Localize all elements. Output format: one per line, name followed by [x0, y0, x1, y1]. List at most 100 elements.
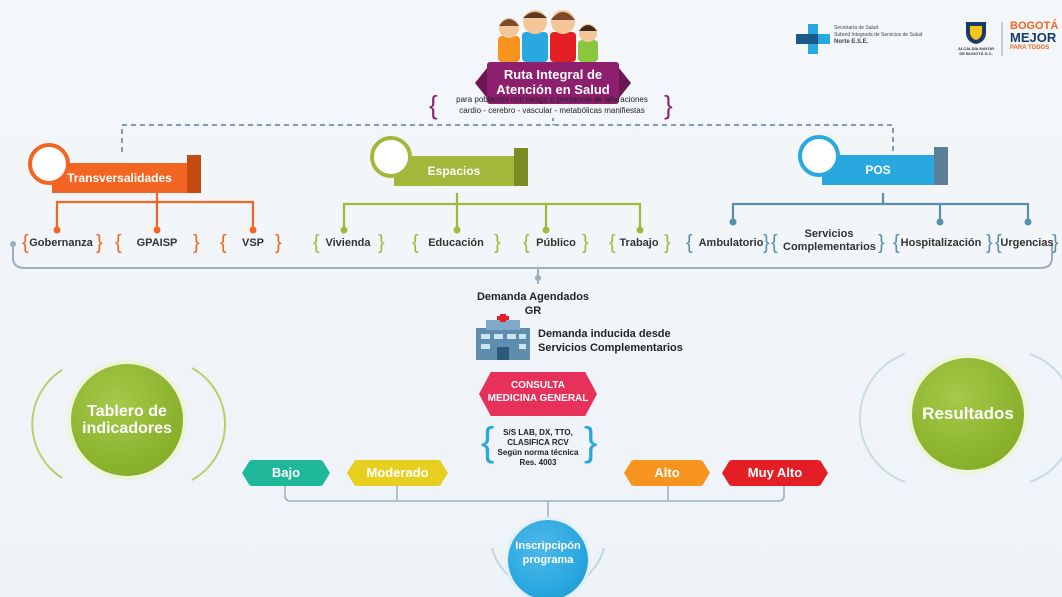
pos-item-servicios-complementarios: Servicios Complementarios — [783, 228, 876, 253]
brace-icon: } — [494, 232, 501, 254]
brace-icon: { — [220, 232, 227, 254]
brace-icon: } — [582, 232, 589, 254]
brace-icon: { — [609, 232, 616, 254]
brace-icon: { — [115, 232, 122, 254]
level-alto-label: Alto — [654, 465, 680, 480]
subtitle-line-1: para población con riesgo o presencia de… — [456, 95, 648, 104]
demanda-inducida-line-1: Demanda inducida desde — [538, 328, 671, 340]
page-subtitle: para población con riesgo o presencia de… — [438, 94, 666, 116]
shield-icon — [966, 22, 986, 44]
level-bajo-label: Bajo — [271, 465, 301, 480]
logo-divider — [1001, 22, 1003, 56]
brace-icon: } — [986, 232, 993, 254]
inscripcion-line-1: Inscripcipón — [515, 540, 581, 552]
note-line-2: CLASIFICA RCV — [507, 438, 569, 447]
demanda-agendados-line-2: GR — [524, 305, 542, 317]
title-line-2: Atención en Salud — [496, 82, 610, 97]
consulta-line-1: CONSULTA — [510, 380, 566, 391]
consulta-note: S/S LAB, DX, TTO, CLASIFICA RCV Según no… — [498, 428, 579, 468]
pos-item-ambulatorio: Ambulatorio — [698, 237, 764, 249]
brace-icon: { — [995, 232, 1002, 254]
level-moderado: Moderado — [347, 460, 448, 486]
note-line-1: S/S LAB, DX, TTO, — [503, 428, 573, 437]
consulta-line-2: MEDICINA GENERAL — [487, 393, 589, 404]
tablero-line-2: indicadores — [82, 420, 172, 437]
brace-icon: } — [878, 232, 885, 254]
transversalidades-banner: Transversalidades — [28, 143, 201, 193]
brace-icon: } — [378, 232, 385, 254]
espacios-item-vivienda: Vivienda — [325, 237, 371, 249]
espacios-label: Espacios — [427, 164, 481, 178]
subred-line-1: Secretaría de Salud — [834, 25, 879, 31]
title-line-1: Ruta Integral de — [503, 67, 603, 82]
demanda-agendados-line-1: Demanda Agendados — [476, 291, 590, 303]
inscripcion-line-2: programa — [522, 554, 574, 566]
espacios-item-publico: Público — [536, 237, 576, 249]
subred-logo: Secretaría de Salud Subred Integrada de … — [796, 24, 932, 58]
demanda-inducida-line-2: Servicios Complementarios — [538, 342, 683, 354]
level-moderado-label: Moderado — [366, 465, 429, 480]
bogota-logo: BOGOTÁ MEJOR PARA TODOS — [1010, 20, 1058, 52]
brace-icon: } — [1052, 232, 1059, 254]
brace-icon: { — [686, 232, 693, 254]
pos-banner: POS — [798, 135, 948, 185]
subtitle-line-2: cardio - cerebro - vascular - metabólica… — [459, 106, 645, 115]
subtitle-right-brace: } — [664, 90, 673, 120]
alcaldia-label: ALCALDÍA MAYOR DE BOGOTÁ D.C. — [958, 46, 994, 56]
subred-line-2: Subred Integrada de Servicios de Salud — [834, 32, 923, 38]
tablero-line-1: Tablero de — [87, 403, 167, 420]
brace-icon: } — [193, 232, 200, 254]
brace-icon: } — [96, 232, 103, 254]
brace-icon: { — [313, 232, 320, 254]
consulta-text: CONSULTA MEDICINA GENERAL — [488, 379, 589, 405]
transversalidades-circle-icon — [28, 143, 70, 185]
title-banner: Ruta Integral de Atención en Salud — [475, 62, 631, 104]
bogota-line-1: BOGOTÁ — [1010, 20, 1059, 32]
brace-icon: { — [22, 232, 29, 254]
resultados-badge: Resultados — [912, 358, 1024, 470]
transversalidades-item-gpaisp: GPAISP — [136, 237, 178, 249]
subtitle-left-brace: { — [429, 90, 438, 120]
subred-line-3: Norte E.S.E. — [834, 39, 869, 45]
brace-icon: { — [771, 232, 778, 254]
level-muy-alto: Muy Alto — [722, 460, 828, 486]
tablero-indicadores-badge: Tablero de indicadores — [71, 364, 183, 476]
brace-icon: { — [412, 232, 419, 254]
transversalidades-label: Transversalidades — [67, 171, 172, 185]
pos-item-hospitalizacion: Hospitalización — [900, 237, 982, 249]
note-right-brace: } — [584, 420, 598, 464]
demanda-agendados: Demanda Agendados GR — [477, 290, 589, 318]
brace-icon: } — [664, 232, 671, 254]
resultados-label: Resultados — [922, 404, 1014, 423]
note-line-4: Res. 4003 — [519, 458, 557, 467]
level-muy-alto-label: Muy Alto — [747, 465, 803, 480]
brace-icon: { — [893, 232, 900, 254]
bogota-line-2: MEJOR — [1010, 30, 1057, 45]
bogota-line-3: PARA TODOS — [1010, 45, 1050, 51]
cross-logo-icon — [796, 24, 830, 54]
brace-icon: { — [523, 232, 530, 254]
pos-circle-icon — [798, 135, 840, 177]
pos-label: POS — [865, 163, 891, 177]
espacios-circle-icon — [370, 136, 412, 178]
level-alto: Alto — [624, 460, 710, 486]
demanda-inducida: Demanda inducida desde Servicios Complem… — [538, 327, 683, 355]
note-line-3: Según norma técnica — [497, 448, 579, 457]
note-left-brace: { — [481, 420, 495, 464]
brace-icon: } — [763, 232, 770, 254]
hospital-icon — [476, 314, 530, 360]
espacios-banner: Espacios — [370, 136, 528, 186]
pos-item-urgencias: Urgencias — [1000, 237, 1054, 249]
espacios-item-trabajo: Trabajo — [619, 237, 659, 249]
page-title: Ruta Integral de Atención en Salud — [487, 67, 619, 97]
consulta-badge — [479, 372, 597, 416]
brace-icon: } — [275, 232, 282, 254]
alcaldia-logo: ALCALDÍA MAYOR DE BOGOTÁ D.C. — [958, 20, 994, 60]
inscripcion-programa-badge: Inscripcipón programa — [508, 520, 588, 597]
transversalidades-item-gobernanza: Gobernanza — [29, 237, 93, 249]
transversalidades-item-vsp: VSP — [241, 237, 265, 249]
espacios-item-educacion: Educación — [428, 237, 484, 249]
level-bajo: Bajo — [242, 460, 330, 486]
